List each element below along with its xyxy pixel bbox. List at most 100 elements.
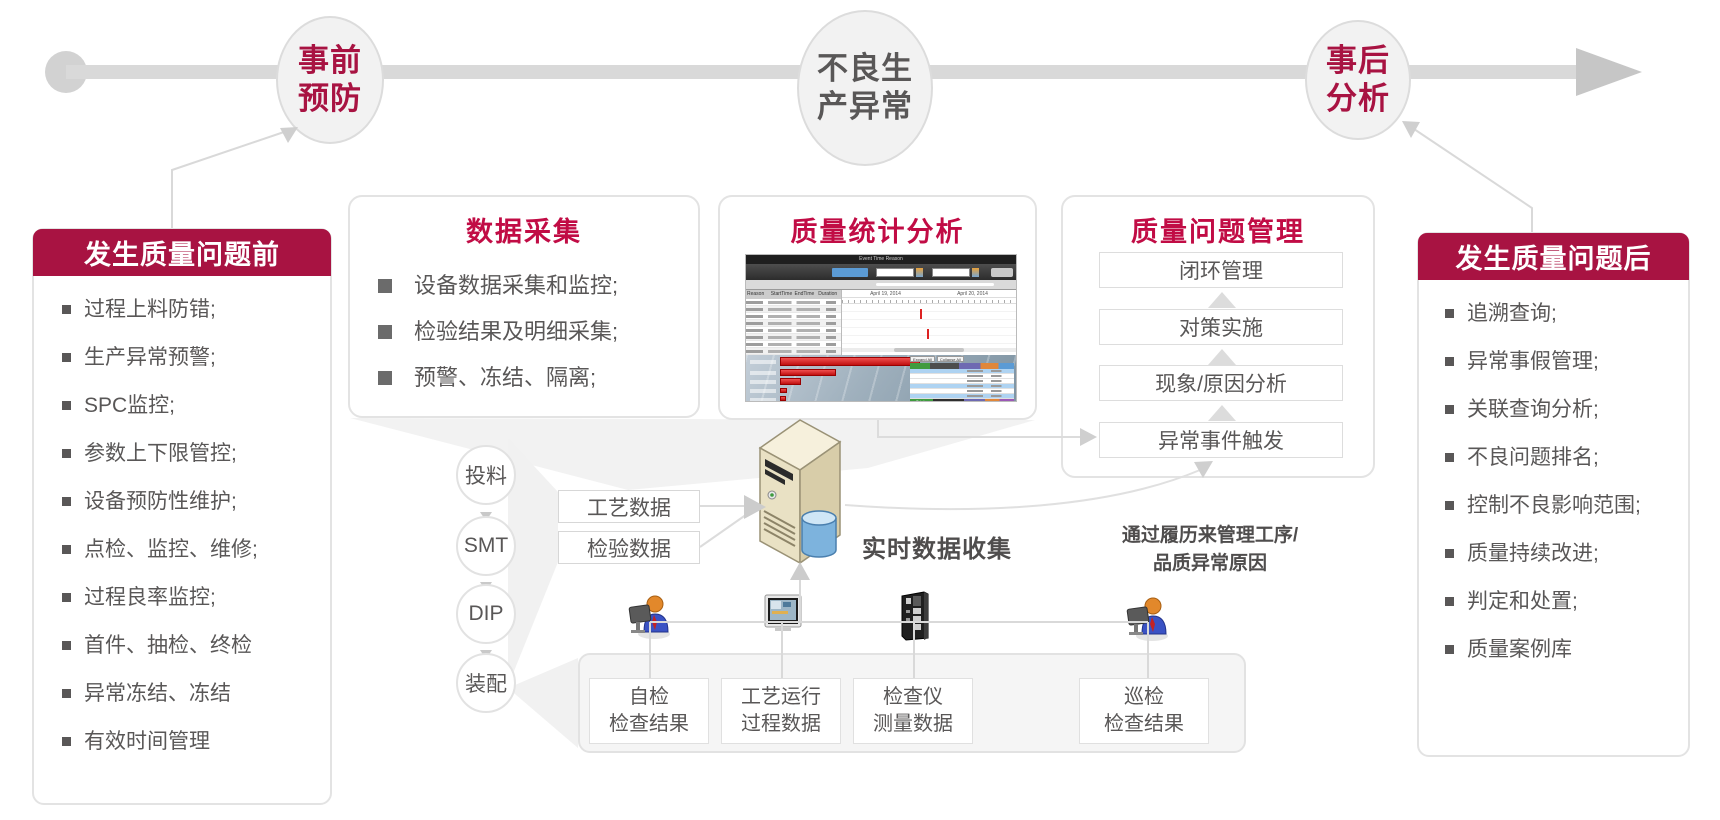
panel-after-quality-issue: 发生质量问题后 追溯查询; 异常事假管理; 关联查询分析; 不良问题排名; 控制…	[1417, 232, 1690, 757]
dashboard-date-input	[876, 268, 914, 277]
column-header: StartTime	[770, 291, 793, 297]
panel-title: 数据采集	[466, 217, 582, 247]
gantt-body	[842, 304, 1016, 352]
process-step-smt: SMT	[456, 516, 516, 576]
stage-label: 事后	[1326, 43, 1390, 78]
list-item: 质量持续改进;	[1443, 540, 1668, 567]
red-bar	[780, 357, 920, 366]
process-label: 投料	[465, 465, 507, 488]
gantt-date-label: April 20, 2014	[957, 291, 988, 297]
process-label: 装配	[465, 673, 507, 696]
bar-row	[750, 396, 778, 401]
source-label-line1: 检查仪	[883, 686, 943, 708]
after-issue-list: 追溯查询; 异常事假管理; 关联查询分析; 不良问题排名; 控制不良影响范围; …	[1443, 300, 1668, 663]
bar-label-smudge	[750, 389, 776, 393]
dashboard-titlebar: Event Time Reason	[746, 255, 1016, 264]
dashboard-gantt: April 19, 2014 April 20, 2014	[842, 290, 1016, 355]
stage-circle-prevention: 事前 预防	[276, 16, 384, 144]
list-item: 参数上下限管控;	[60, 440, 330, 467]
source-label-line1: 自检	[629, 686, 669, 708]
list-item: 生产异常预警;	[60, 344, 330, 371]
dashboard-toolbar	[746, 264, 1016, 280]
list-item: 设备预防性维护;	[60, 488, 330, 515]
list-item: 追溯查询;	[1443, 300, 1668, 327]
step-closed-loop: 闭环管理	[1099, 252, 1343, 288]
source-label-line1: 工艺运行	[741, 686, 821, 708]
arrowhead-icon	[1402, 121, 1420, 138]
panel-header: 发生质量问题后	[1418, 233, 1689, 280]
list-item: 过程上料防错;	[60, 296, 330, 323]
data-collection-list: 设备数据采集和监控; 检验结果及明细采集; 预警、冻结、隔离;	[378, 273, 698, 390]
column-header: Duration	[818, 291, 838, 297]
bar-row	[750, 387, 778, 395]
dashboard-table-row	[746, 320, 841, 327]
red-bar	[780, 396, 786, 401]
up-arrow-icon	[1208, 405, 1236, 421]
bar-row	[750, 358, 778, 366]
summary-table-row	[910, 384, 1014, 389]
list-item: 过程良率监控;	[60, 584, 330, 611]
collapse-all-button: Collapse All	[936, 356, 964, 362]
gantt-date-label: April 19, 2014	[870, 291, 901, 297]
operator-person-icon	[628, 595, 670, 639]
gantt-event-mark	[920, 309, 923, 319]
list-item: 点检、监控、维修;	[60, 536, 330, 563]
connector-inspection-data	[699, 511, 751, 548]
stage-circle-abnormal: 不良生 产异常	[797, 10, 933, 166]
timeline-start-dot	[45, 51, 87, 93]
process-data-box: 工艺数据	[558, 490, 700, 523]
gantt-scroll-thumb	[894, 348, 964, 352]
source-label-line2: 测量数据	[873, 713, 953, 735]
stage-label: 产异常	[817, 89, 913, 124]
stage-circle-analysis: 事后 分析	[1305, 20, 1411, 140]
summary-table-buttons: Expand All Collapse All	[910, 356, 1014, 363]
dashboard-date-input	[932, 268, 970, 277]
bar-chart	[780, 355, 920, 401]
dashboard-progress-bar	[746, 280, 1016, 289]
total-label: Total	[916, 399, 925, 402]
gantt-tick-row	[842, 298, 1016, 304]
process-label: DIP	[468, 602, 504, 625]
history-management-label: 通过履历来管理工序/ 品质异常原因	[1100, 522, 1320, 578]
history-label-line1: 通过履历来管理工序/	[1121, 525, 1299, 546]
dashboard-table: Reason StartTime EndTime Duration	[746, 290, 842, 355]
list-item: 异常事假管理;	[1443, 348, 1668, 375]
dashboard-table-row	[746, 348, 841, 355]
panel-quality-statistics: 质量统计分析 Event Time Reason Reason StartTim…	[718, 195, 1037, 420]
source-label-line2: 检查结果	[609, 713, 689, 735]
gantt-date-row: April 19, 2014 April 20, 2014	[842, 290, 1016, 298]
panel-header: 发生质量问题前	[33, 229, 331, 276]
process-step-assembly: 装配	[456, 653, 516, 713]
funnel-wedge-top	[350, 418, 1035, 490]
source-patrol-check: 巡检 检查结果	[1079, 678, 1209, 744]
list-item: 异常冻结、冻结	[60, 680, 330, 707]
summary-table-row	[910, 374, 1014, 379]
history-label-line2: 品质异常原因	[1152, 553, 1267, 574]
dashboard-bottom-chart: Expand All Collapse All Total	[746, 355, 1016, 402]
list-item: 质量案例库	[1443, 636, 1668, 663]
dashboard-table-row	[746, 306, 841, 313]
timeline-arrowhead-icon	[1576, 48, 1642, 96]
red-bar	[780, 369, 836, 376]
bar-label-smudge	[750, 398, 776, 401]
dashboard-table-row	[746, 334, 841, 341]
dashboard-main: Reason StartTime EndTime Duration	[746, 289, 1016, 355]
database-cylinder-icon	[801, 510, 837, 558]
stage-label: 不良生	[817, 51, 913, 86]
bar-label-smudge	[750, 371, 776, 375]
calendar-icon	[916, 268, 923, 277]
source-label-line2: 过程数据	[741, 713, 821, 735]
panel-title: 质量统计分析	[790, 217, 965, 247]
summary-table-header	[910, 363, 1014, 369]
dashboard-table-row	[746, 341, 841, 348]
column-header: EndTime	[794, 291, 815, 297]
dashboard-table-row	[746, 327, 841, 334]
bar-row	[750, 369, 778, 377]
source-label-line2: 检查结果	[1104, 713, 1184, 735]
red-bar	[780, 388, 787, 393]
dashboard-dropdown	[832, 268, 868, 277]
list-item: SPC监控;	[60, 392, 330, 419]
summary-table-row	[910, 394, 1014, 399]
stage-label: 事前	[298, 43, 362, 78]
statistics-dashboard-screenshot: Event Time Reason Reason StartTime EndTi…	[745, 254, 1017, 402]
